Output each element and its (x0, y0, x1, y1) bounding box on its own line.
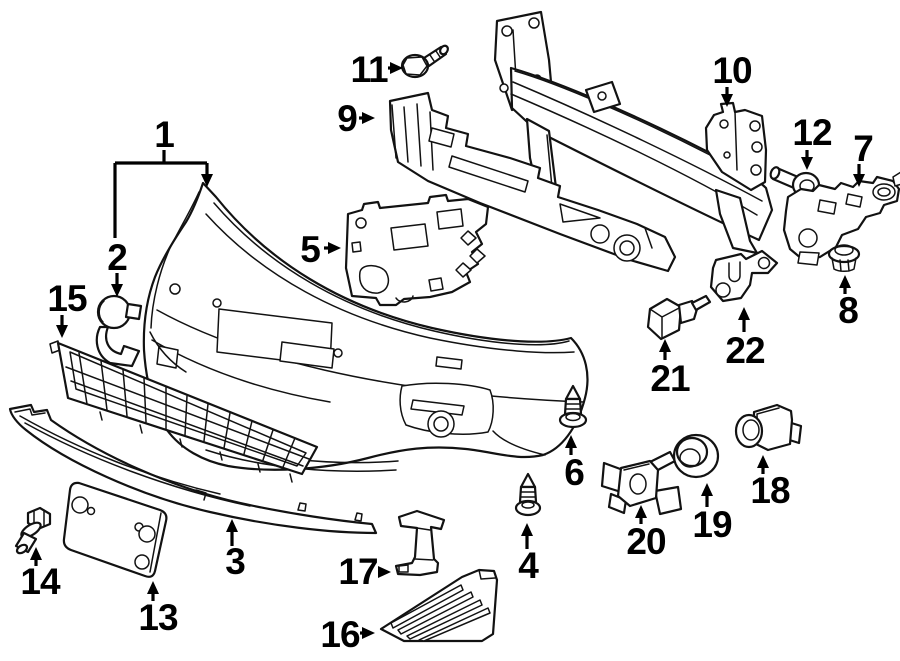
callout-3[interactable]: 3 (225, 519, 246, 582)
callout-18[interactable]: 18 (750, 455, 791, 511)
callout-21[interactable]: 21 (650, 339, 691, 399)
part-grommet (672, 433, 720, 479)
callout-number: 14 (20, 561, 61, 602)
callout-6[interactable]: 6 (564, 435, 585, 493)
part-front-bumper-cover (142, 181, 589, 472)
callout-arrowhead (738, 307, 750, 320)
callout-number: 2 (107, 237, 127, 278)
callout-20[interactable]: 20 (626, 505, 667, 562)
callout-16[interactable]: 16 (320, 614, 375, 655)
part-fog-lamp-bracket (394, 509, 446, 577)
callout-arrowhead (378, 566, 391, 578)
callout-number: 9 (337, 98, 357, 139)
callout-arrowhead (390, 62, 403, 74)
callout-number: 7 (853, 128, 873, 169)
callout-number: 4 (518, 545, 539, 586)
callout-10[interactable]: 10 (712, 50, 753, 107)
callout-number: 1 (154, 114, 174, 155)
callout-number: 17 (338, 551, 377, 592)
callout-number: 6 (564, 452, 584, 493)
part-sensor-21 (646, 294, 712, 341)
callout-arrowhead (328, 242, 341, 254)
callout-4[interactable]: 4 (518, 523, 540, 586)
callout-arrowhead (521, 523, 533, 536)
callout-arrowhead (56, 325, 68, 338)
part-fog-lamp-grille (379, 568, 499, 643)
callout-15[interactable]: 15 (47, 278, 88, 338)
callout-arrowhead (30, 547, 42, 560)
part-side-bracket-left (344, 193, 490, 307)
callout-arrowhead (226, 519, 238, 532)
callout-8[interactable]: 8 (838, 275, 859, 331)
callout-number: 16 (320, 614, 360, 655)
part-bolt-14 (14, 506, 52, 555)
callout-arrowhead (362, 627, 375, 639)
callout-19[interactable]: 19 (692, 483, 733, 545)
callout-arrowhead (757, 455, 769, 468)
callout-9[interactable]: 9 (337, 98, 375, 139)
part-mounting-bracket (709, 249, 779, 303)
part-screw-4 (514, 472, 542, 517)
callout-arrowhead (111, 284, 123, 297)
callout-22[interactable]: 22 (725, 307, 766, 371)
part-lower-valance (8, 403, 378, 535)
part-park-sensor (734, 403, 803, 452)
part-energy-absorber (388, 91, 677, 273)
callout-arrowhead (635, 505, 647, 518)
callout-arrowhead (362, 112, 375, 124)
part-center-grille (49, 340, 319, 483)
callout-number: 22 (725, 330, 765, 371)
callout-number: 18 (750, 470, 790, 511)
callout-13[interactable]: 13 (138, 581, 179, 638)
callout-number: 20 (626, 521, 666, 562)
callout-number: 12 (792, 112, 832, 153)
callout-arrowhead (721, 94, 733, 107)
part-nut (827, 244, 861, 272)
callout-number: 19 (692, 504, 732, 545)
callout-number: 3 (225, 541, 245, 582)
callout-arrowhead (853, 174, 865, 187)
callout-number: 15 (47, 278, 87, 319)
callout-1[interactable]: 1 (113, 114, 213, 238)
callout-12[interactable]: 12 (792, 112, 833, 170)
part-tow-eye-cap (95, 294, 143, 368)
callout-2[interactable]: 2 (107, 237, 128, 297)
callout-arrowhead (801, 157, 813, 170)
part-side-bracket-right (782, 171, 900, 266)
callout-number: 21 (650, 358, 690, 399)
callout-11[interactable]: 11 (350, 49, 403, 90)
callout-number: 5 (300, 229, 320, 270)
part-license-plate-bracket (62, 481, 168, 578)
callout-number: 10 (712, 50, 752, 91)
part-bolt-11 (400, 44, 449, 79)
callout-arrowhead (147, 581, 159, 594)
callout-arrowhead (201, 174, 213, 187)
callout-arrowhead (659, 339, 671, 352)
callout-arrowhead (839, 275, 851, 288)
callout-arrowhead (701, 483, 713, 496)
callout-7[interactable]: 7 (853, 128, 874, 187)
callout-arrowhead (565, 435, 577, 448)
callout-number: 11 (350, 49, 388, 90)
callout-17[interactable]: 17 (338, 551, 391, 592)
part-sensor-bracket (600, 450, 683, 516)
part-screw-6 (558, 384, 588, 429)
callout-number: 8 (838, 290, 858, 331)
callout-5[interactable]: 5 (300, 229, 341, 270)
part-impact-bar (493, 10, 774, 255)
callout-number: 13 (138, 597, 178, 638)
callout-14[interactable]: 14 (20, 547, 62, 602)
